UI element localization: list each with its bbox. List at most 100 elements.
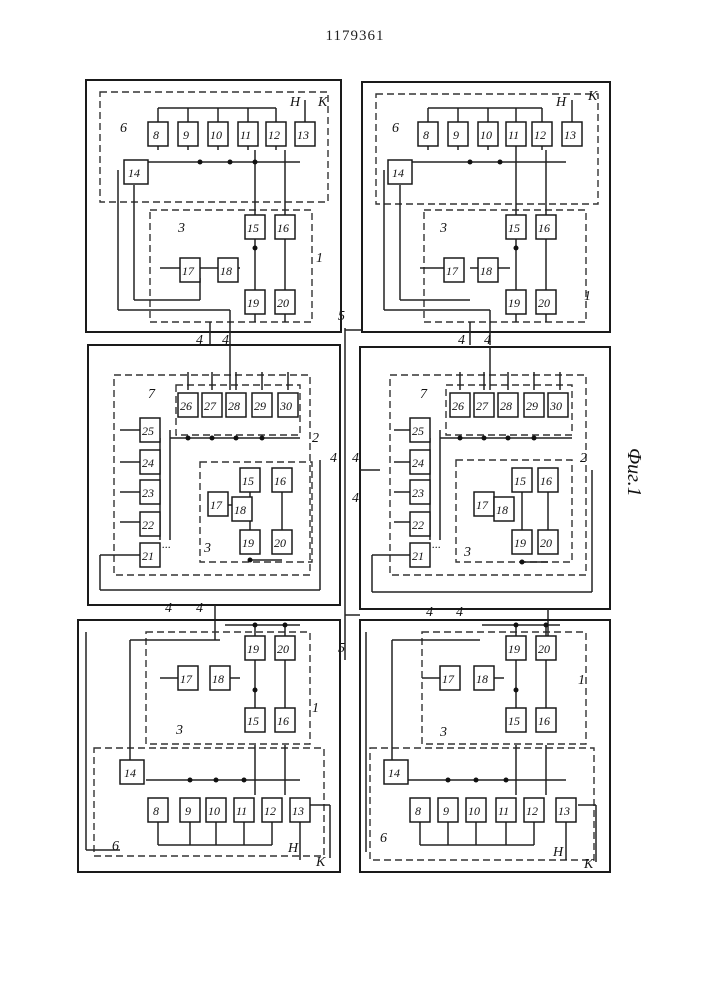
block-19: 19 (247, 296, 259, 310)
block-22: 22 (412, 518, 424, 532)
input-K: К (583, 857, 594, 872)
block-15: 15 (247, 714, 259, 728)
block-10: 10 (480, 128, 492, 142)
link-label-4c: 4 (196, 601, 203, 616)
link-label-4a: 4 (458, 333, 465, 348)
input-K: К (317, 95, 328, 110)
block-8: 8 (415, 804, 421, 818)
input-H: Н (287, 841, 299, 856)
block-18: 18 (476, 672, 488, 686)
block-19: 19 (247, 642, 259, 656)
ellipsis: ... (162, 537, 171, 551)
block-12: 12 (526, 804, 538, 818)
block-9: 9 (443, 804, 449, 818)
label-7: 7 (148, 387, 156, 402)
link-label-4b: 4 (484, 333, 491, 348)
block-19: 19 (514, 536, 526, 550)
block-11: 11 (240, 128, 251, 142)
block-21: 21 (412, 549, 424, 563)
block-17: 17 (180, 672, 193, 686)
input-H: Н (289, 95, 301, 110)
block-17: 17 (182, 264, 195, 278)
block-29: 29 (526, 399, 538, 413)
block-11: 11 (498, 804, 509, 818)
link-label-4c: 4 (426, 605, 433, 620)
block-30: 30 (279, 399, 292, 413)
input-H: Н (552, 845, 564, 860)
input-K: К (315, 855, 326, 870)
block-13: 13 (297, 128, 309, 142)
block-12: 12 (264, 804, 276, 818)
block-17: 17 (210, 498, 223, 512)
block-17: 17 (446, 264, 459, 278)
label-6: 6 (112, 839, 119, 854)
block-19: 19 (508, 296, 520, 310)
label-3: 3 (203, 541, 211, 556)
link-label-4a: 4 (330, 451, 337, 466)
block-15: 15 (508, 221, 520, 235)
block-18: 18 (480, 264, 492, 278)
block-20: 20 (538, 642, 550, 656)
block-29: 29 (254, 399, 266, 413)
block-9: 9 (185, 804, 191, 818)
block-14: 14 (388, 766, 400, 780)
label-6: 6 (380, 831, 387, 846)
block-27: 27 (204, 399, 217, 413)
module-bottom-right: 19 20 17 18 15 16 14 8 9 10 11 12 13 6 (360, 620, 610, 872)
block-20: 20 (274, 536, 286, 550)
input-K: К (587, 89, 598, 104)
block-26: 26 (180, 399, 192, 413)
block-10: 10 (208, 804, 220, 818)
block-19: 19 (242, 536, 254, 550)
label-6: 6 (120, 121, 127, 136)
block-13: 13 (564, 128, 576, 142)
block-30: 30 (549, 399, 562, 413)
block-13: 13 (292, 804, 304, 818)
block-27: 27 (476, 399, 489, 413)
block-9: 9 (183, 128, 189, 142)
block-8: 8 (153, 128, 159, 142)
block-17: 17 (476, 498, 489, 512)
block-18: 18 (220, 264, 232, 278)
block-11: 11 (508, 128, 519, 142)
label-3: 3 (463, 545, 471, 560)
block-13: 13 (558, 804, 570, 818)
block-10: 10 (468, 804, 480, 818)
block-22: 22 (142, 518, 154, 532)
label-6: 6 (392, 121, 399, 136)
block-15: 15 (242, 474, 254, 488)
link-label-4a: 4 (352, 451, 359, 466)
block-14: 14 (392, 166, 404, 180)
block-8: 8 (423, 128, 429, 142)
block-25: 25 (412, 424, 424, 438)
link-label-4d: 4 (456, 605, 463, 620)
block-28: 28 (500, 399, 512, 413)
block-9: 9 (453, 128, 459, 142)
block-16: 16 (538, 714, 550, 728)
link-label-4b: 4 (165, 601, 172, 616)
label-7: 7 (420, 387, 428, 402)
block-20: 20 (277, 642, 289, 656)
block-15: 15 (508, 714, 520, 728)
module-bottom-left: 19 20 17 18 15 16 14 8 9 10 11 12 13 6 (78, 620, 340, 872)
block-16: 16 (538, 221, 550, 235)
block-12: 12 (268, 128, 280, 142)
block-20: 20 (538, 296, 550, 310)
block-15: 15 (514, 474, 526, 488)
input-H: Н (555, 95, 567, 110)
module-middle-right: 26 27 28 29 30 25 24 23 22 21 ... 15 16 (352, 347, 610, 640)
block-20: 20 (277, 296, 289, 310)
block-17: 17 (442, 672, 455, 686)
label-1: 1 (312, 701, 319, 716)
ellipsis: ... (432, 537, 441, 551)
block-14: 14 (124, 766, 136, 780)
block-23: 23 (142, 486, 154, 500)
block-20: 20 (540, 536, 552, 550)
block-18: 18 (234, 503, 246, 517)
block-15: 15 (247, 221, 259, 235)
block-12: 12 (534, 128, 546, 142)
label-2: 2 (580, 451, 587, 466)
block-16: 16 (277, 221, 289, 235)
